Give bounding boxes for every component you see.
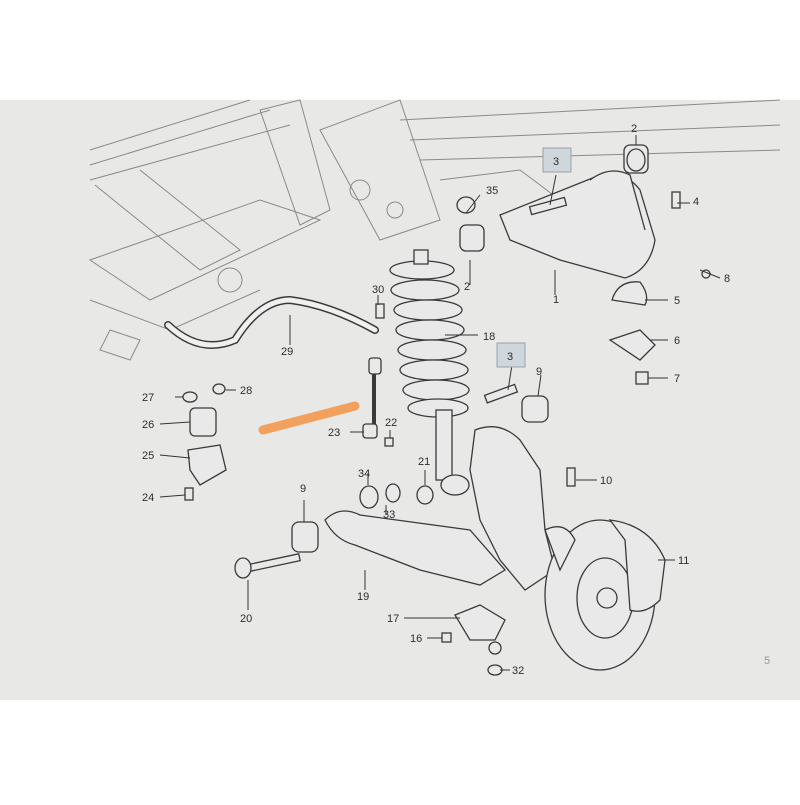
- bushings-and-fasteners: [182, 144, 711, 643]
- callout-16: 16: [410, 633, 422, 645]
- callout-6: 6: [674, 335, 680, 347]
- callout-4: 4: [693, 196, 699, 208]
- callout-26: 26: [142, 419, 154, 431]
- shock-absorber: [435, 409, 470, 496]
- callout-box-3b: [496, 342, 526, 368]
- callout-3-top: 3: [553, 156, 559, 168]
- callout-27: 27: [142, 392, 154, 404]
- callout-5: 5: [674, 295, 680, 307]
- callout-8: 8: [724, 273, 730, 285]
- callout-21: 21: [418, 456, 430, 468]
- leader-lines: [159, 135, 721, 671]
- callout-32: 32: [512, 665, 524, 677]
- callout-2-top: 2: [631, 123, 637, 135]
- callout-22: 22: [385, 417, 397, 429]
- callout-29: 29: [281, 346, 293, 358]
- callout-25: 25: [142, 450, 154, 462]
- upper-control-arm: [499, 170, 656, 279]
- callout-24: 24: [142, 492, 154, 504]
- callout-20: 20: [240, 613, 252, 625]
- callout-9-lower: 9: [300, 483, 306, 495]
- brake-rotor: [544, 519, 666, 671]
- callout-3-mid: 3: [507, 351, 513, 363]
- callout-labels: 1 2 2 3 3 4 5 6 7 8 9 9 10 11 16 17 18 1…: [142, 123, 770, 677]
- callout-30: 30: [372, 284, 384, 296]
- steering-knuckle: [469, 426, 556, 591]
- callout-5-edge: 5: [764, 655, 770, 667]
- callout-17: 17: [387, 613, 399, 625]
- callout-34: 34: [358, 468, 370, 480]
- callout-23: 23: [328, 427, 340, 439]
- monitor-screen: [0, 100, 800, 700]
- callout-1: 1: [553, 294, 559, 306]
- lower-ball-joint: [454, 604, 506, 676]
- orange-highlight-stroke: [258, 401, 360, 435]
- callout-7: 7: [674, 373, 680, 385]
- callout-2-mid: 2: [464, 281, 470, 293]
- callout-11: 11: [678, 555, 689, 567]
- callout-10: 10: [600, 475, 612, 487]
- callout-18: 18: [483, 331, 495, 343]
- stabilizer-bar: [164, 295, 379, 349]
- lower-control-arm: [324, 510, 507, 586]
- callout-35: 35: [486, 185, 498, 197]
- callout-9-upper: 9: [536, 366, 542, 378]
- callout-19: 19: [357, 591, 369, 603]
- callout-28: 28: [240, 385, 252, 397]
- coil-spring: [389, 249, 470, 418]
- callout-box-3a: [542, 147, 572, 173]
- callout-33: 33: [383, 509, 395, 521]
